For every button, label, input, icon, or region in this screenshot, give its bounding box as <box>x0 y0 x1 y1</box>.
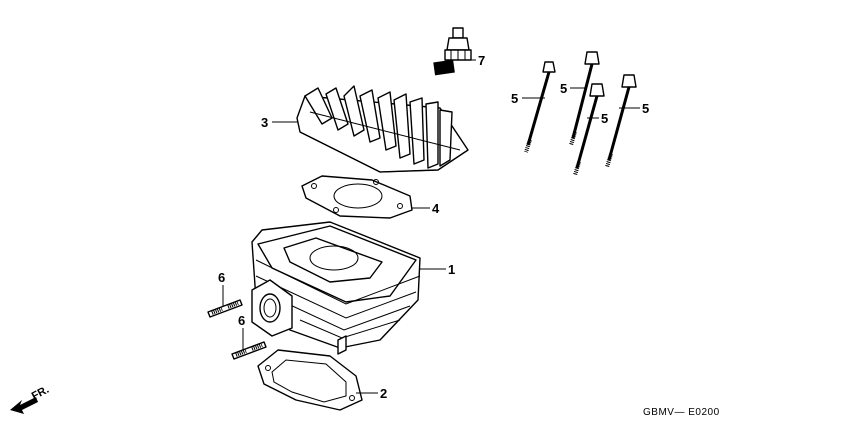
bolt-2 <box>569 51 600 146</box>
front-arrow-icon <box>10 397 38 414</box>
bolt-3 <box>573 83 605 176</box>
callout-7: 7 <box>478 53 485 68</box>
head-gasket <box>301 175 413 219</box>
stud-upper <box>207 299 243 318</box>
callout-5c: 5 <box>601 111 608 126</box>
diagram-code: GBMV— E0200 <box>643 407 720 418</box>
callout-5b: 5 <box>560 81 567 96</box>
callout-5d: 5 <box>642 101 649 116</box>
callout-6b: 6 <box>238 313 245 328</box>
front-indicator-label: FR. <box>30 384 51 403</box>
callout-3: 3 <box>261 115 268 130</box>
cylinder-head <box>296 85 469 173</box>
callout-6a: 6 <box>218 270 225 285</box>
cylinder <box>251 221 421 355</box>
callout-5a: 5 <box>511 91 518 106</box>
stud-lower <box>231 341 267 360</box>
callout-1: 1 <box>448 262 455 277</box>
callout-4: 4 <box>432 201 440 216</box>
bolt-1 <box>524 61 556 153</box>
callout-2: 2 <box>380 386 387 401</box>
spark-plug <box>433 27 472 76</box>
base-gasket <box>257 349 363 411</box>
leader-lines <box>222 59 640 394</box>
bolt-4 <box>605 74 637 168</box>
